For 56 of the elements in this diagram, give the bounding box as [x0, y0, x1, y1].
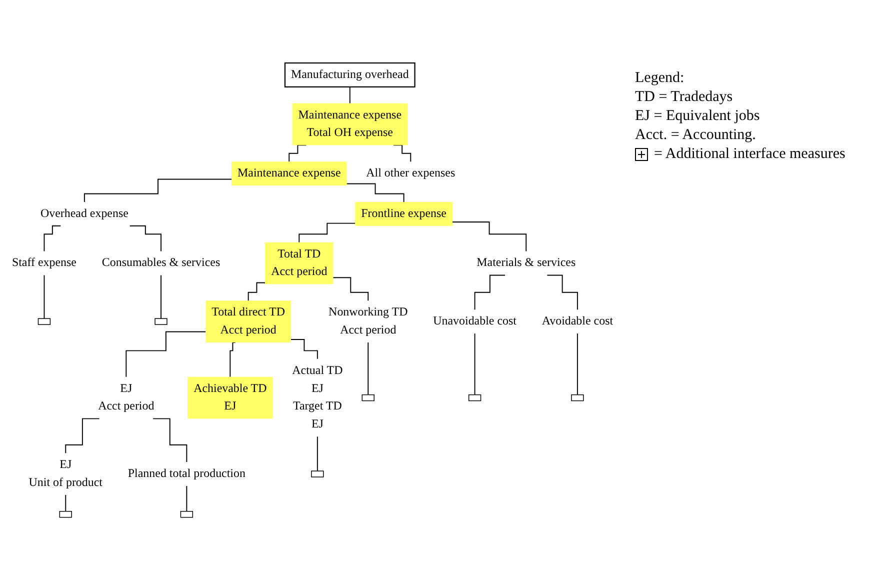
connector: [346, 184, 404, 203]
node-text: Consumables & services: [102, 256, 220, 270]
node-text: EJ Unit of product: [28, 458, 102, 490]
connector: [230, 342, 236, 378]
legend-entry: TD = Tradedays: [635, 89, 733, 106]
connector: [349, 86, 350, 104]
node-box: Achievable TD EJ: [188, 377, 273, 420]
connector: [84, 179, 232, 203]
node-text: Overhead expense: [40, 208, 128, 220]
node-text: Actual TD EJ Target TD EJ: [292, 364, 343, 431]
connector: [248, 282, 266, 302]
node-box: Frontline expense: [355, 202, 452, 226]
connector: [65, 494, 66, 512]
node-text: Planned total production: [128, 468, 246, 480]
node-box: [180, 511, 194, 518]
node-box: [571, 394, 584, 402]
node-box: Maintenance expense Total OH expense: [292, 104, 408, 146]
node-text: Materials & services: [476, 256, 576, 270]
node-text: Staff expense: [12, 256, 76, 270]
connector: [290, 339, 318, 360]
connector: [298, 223, 356, 244]
connector: [160, 275, 162, 320]
connector: [332, 278, 369, 302]
node-box: Total direct TD Acct period: [206, 300, 291, 343]
legend-heading: Legend:: [635, 70, 686, 87]
connector: [452, 222, 527, 252]
node-box: Maintenance expense: [232, 162, 347, 186]
legend-entry: EJ = Equivalent jobs: [635, 108, 760, 125]
connector: [368, 342, 369, 396]
node-box: [468, 394, 482, 402]
node-text: EJ Acct period: [98, 382, 154, 414]
connector: [474, 333, 476, 396]
legend-entry: = Additional interface measures: [654, 146, 846, 163]
node-box: Total TD Acct period: [265, 242, 334, 285]
connector: [129, 226, 162, 252]
node-text: Nonworking TD Acct period: [328, 306, 408, 337]
node-box: [362, 394, 374, 402]
node-box: [59, 511, 72, 518]
connector: [474, 275, 506, 310]
node-box: [154, 318, 168, 326]
connector: [546, 275, 578, 310]
node-box: Manufacturing overhead: [284, 62, 416, 88]
connector: [65, 418, 100, 454]
node-box: [38, 318, 51, 326]
connector: [126, 332, 206, 378]
connector: [44, 275, 45, 320]
connector: [316, 436, 318, 472]
connector: [576, 333, 578, 396]
node-text: Avoidable cost: [542, 315, 614, 328]
node-box: [311, 470, 324, 478]
legend-entry: Acct. = Accounting.: [635, 127, 756, 144]
connector: [152, 418, 188, 463]
node-text: All other expenses: [366, 167, 456, 180]
connector: [186, 486, 188, 512]
connector: [44, 226, 62, 252]
node-text: Unavoidable cost: [433, 315, 516, 328]
